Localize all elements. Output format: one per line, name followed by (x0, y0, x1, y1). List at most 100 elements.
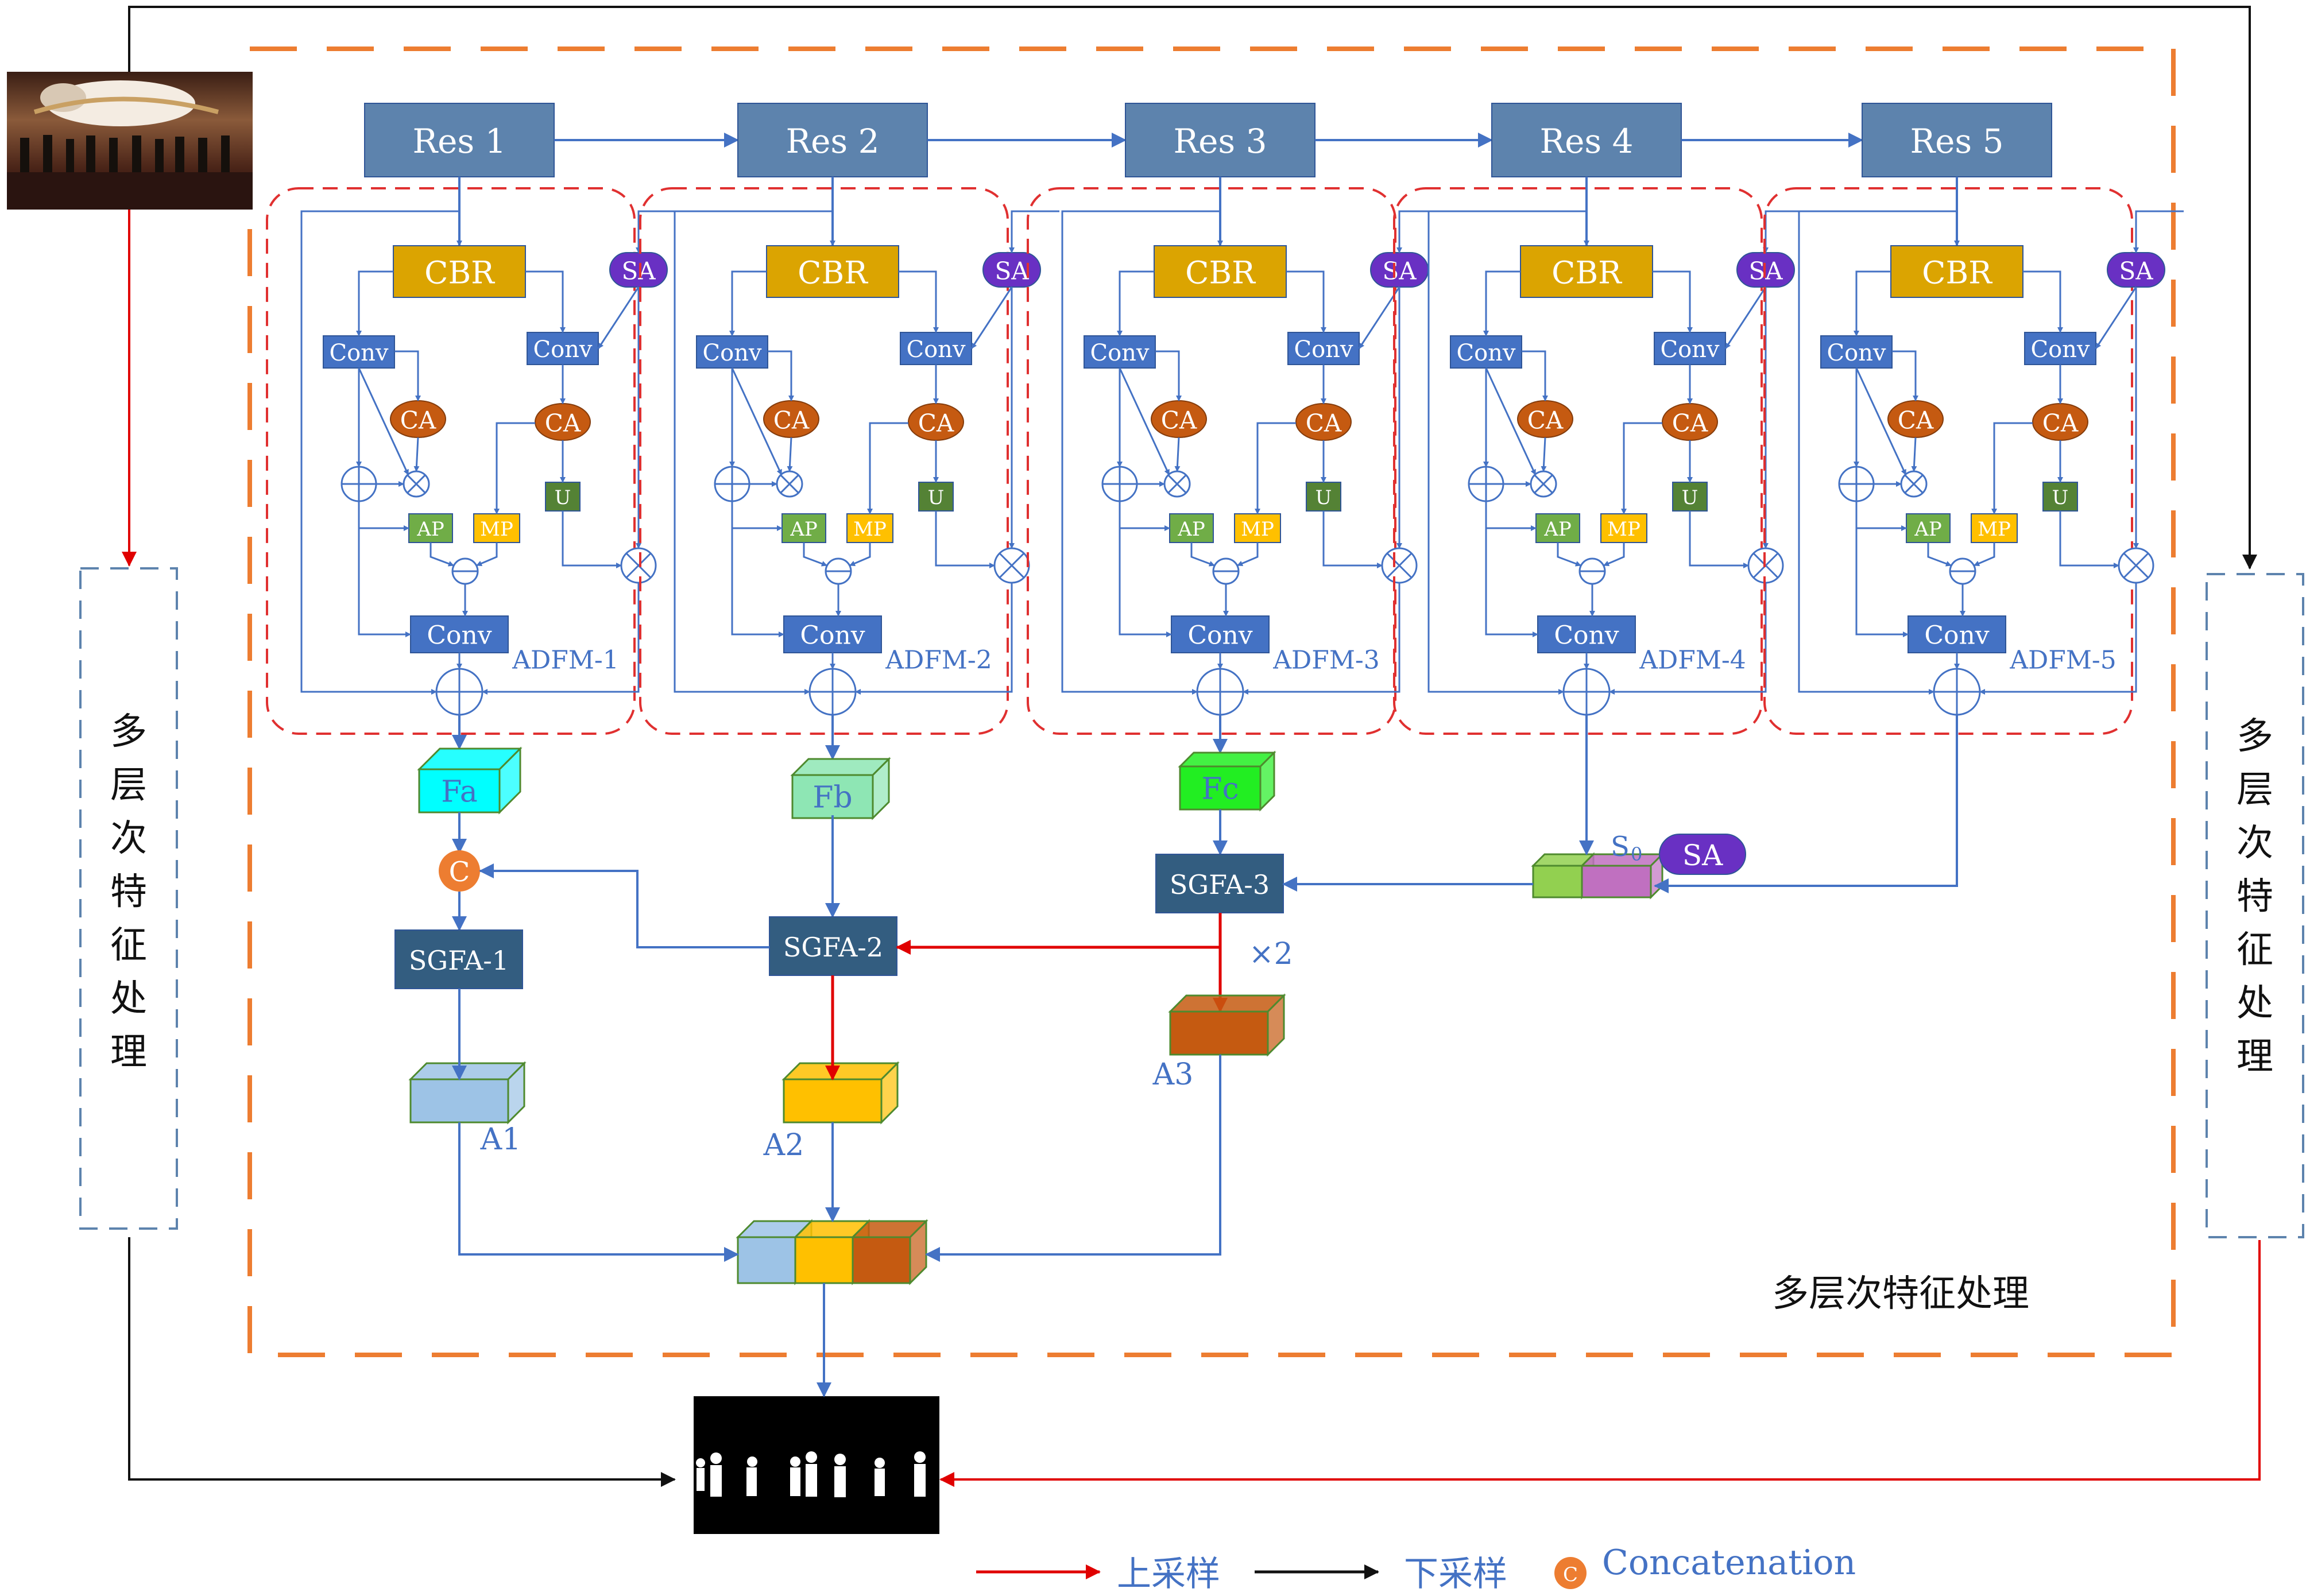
ap-block-2: AP (781, 513, 826, 543)
conv-right-2: Conv (900, 332, 972, 365)
conv-to-mul (731, 367, 783, 475)
adfm-boundary-5 (1763, 187, 2133, 735)
conv-right-1: Conv (527, 332, 599, 365)
sub-op-1 (451, 557, 479, 585)
ap-block-5-label: AP (1914, 518, 1941, 541)
feature-fb-label: Fb (812, 781, 852, 815)
sub-op-4 (1578, 557, 1606, 585)
cbr-to-conv-left (1117, 270, 1154, 336)
ca-to-mp (1621, 422, 1662, 514)
add-op-left-3 (1101, 466, 1138, 502)
mp-to-sub (1237, 543, 1259, 567)
left-downsample-line (128, 1237, 676, 1487)
add-op-bottom-3 (1196, 668, 1244, 716)
ca-left-2: CA (763, 400, 819, 438)
u-to-mul (1322, 511, 1383, 568)
mul-to-add (1979, 583, 2137, 695)
scale-label: ×2 (1249, 937, 1293, 971)
side-panel-char: 特 (110, 871, 147, 913)
conv-bottom-2: Conv (783, 615, 882, 653)
ca-to-mp (1991, 422, 2033, 514)
side-panel-char: 理 (110, 1031, 147, 1074)
sa-to-conv (1358, 286, 1400, 349)
add-to-conv (1119, 528, 1172, 637)
mp-block-2-label: MP (853, 518, 887, 541)
add-to-ap (1855, 501, 1907, 531)
mp-block-5-label: MP (1978, 518, 2011, 541)
u-block-4: U (1672, 482, 1708, 512)
conv-right-4-label: Conv (1660, 336, 1719, 363)
a3-to-merge (925, 1055, 1221, 1262)
sgfa-block-3: SGFA-3 (1155, 854, 1284, 913)
side-panel-char: 层 (2237, 769, 2273, 811)
adfm-label-4: ADFM-4 (1639, 646, 1746, 675)
mp-to-sub (1974, 543, 1995, 567)
feature-fa: Fa (417, 746, 523, 815)
feature-fc: Fc (1178, 750, 1276, 812)
conv-left-4-label: Conv (1456, 340, 1515, 366)
add-op-left-4 (1468, 466, 1504, 502)
mp-block-1-label: MP (480, 518, 513, 541)
res-block-2: Res 2 (737, 103, 928, 177)
cbr-to-conv-left (1854, 270, 1891, 336)
ca-to-mp (867, 422, 908, 514)
conv-left-4: Conv (1450, 335, 1522, 369)
add-op-bottom-2 (808, 668, 857, 716)
right-upsample-line (939, 1240, 2261, 1487)
sa-input (636, 210, 686, 253)
conv-bottom-3-label: Conv (1187, 621, 1252, 650)
conv-to-ca (768, 350, 794, 401)
adfm-label-3: ADFM-3 (1272, 646, 1380, 675)
legend-concat-label: Concatenation (1602, 1543, 1856, 1583)
legend-upsample-label: 上采样 (1117, 1554, 1220, 1594)
feature-fc-label: Fc (1201, 772, 1239, 807)
mul-op-left-1 (403, 470, 430, 498)
attention-a3 (1168, 993, 1286, 1057)
conv-bottom-1: Conv (410, 615, 509, 653)
legend-concat-symbol: C (1563, 1563, 1578, 1586)
region-label: 多层次特征处理 (1772, 1273, 2029, 1315)
sa-pill-2: SA (982, 252, 1041, 288)
add-to-ap (1485, 501, 1537, 531)
add-op-left-1 (341, 466, 377, 502)
ap-to-sub (803, 543, 827, 567)
a1-to-merge (458, 1122, 739, 1262)
cbr-to-conv-left (356, 270, 393, 336)
conv-right-3: Conv (1287, 332, 1360, 365)
right-panel-text: 多层次特征处理 (2237, 715, 2273, 1078)
ca-left-4-label: CA (1527, 406, 1564, 435)
feature-fb: Fb (790, 757, 891, 820)
left-panel-text: 多层次特征处理 (110, 711, 147, 1074)
u-to-mul (562, 511, 622, 568)
conv-to-ca (1522, 350, 1548, 401)
cbr-to-conv-right (899, 270, 939, 333)
right-feature-panel: 多层次特征处理 (2206, 573, 2304, 1238)
ap-to-sub (430, 543, 454, 567)
bypass-left (674, 210, 833, 695)
cbr-to-conv-right (1653, 270, 1693, 333)
adfm-boundary-1 (266, 187, 636, 735)
mp-to-sub (476, 543, 498, 567)
conv-left-5: Conv (1820, 335, 1893, 369)
conv-left-2-label: Conv (702, 340, 761, 366)
adfm-label-1: ADFM-1 (512, 646, 619, 675)
sa-badge-label: SA (1682, 839, 1723, 872)
conv-left-5-label: Conv (1827, 340, 1886, 366)
adfm-boundary-4 (1393, 187, 1763, 735)
cbr-block-4-label: CBR (1551, 255, 1622, 291)
side-panel-char: 理 (2237, 1036, 2273, 1078)
mul-op-right-2 (993, 547, 1030, 584)
ca-left-1-label: CA (400, 406, 436, 435)
cbr-to-conv-left (1483, 270, 1520, 336)
ca-right-2: CA (908, 403, 964, 441)
mp-block-4-label: MP (1607, 518, 1640, 541)
conv-to-mul (358, 367, 409, 475)
ca-right-4: CA (1662, 403, 1718, 441)
mul-to-add (1243, 583, 1400, 695)
ap-block-5: AP (1906, 513, 1951, 543)
sgfa-block-2-label: SGFA-2 (783, 932, 883, 963)
side-panel-char: 多 (110, 711, 147, 753)
sa-to-conv (970, 286, 1013, 349)
